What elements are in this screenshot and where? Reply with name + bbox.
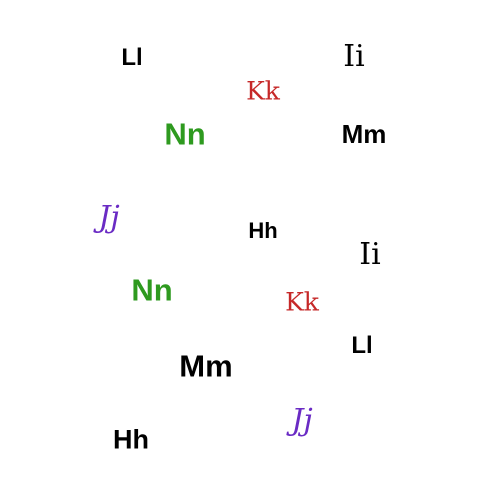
letter-pair-ii: Ii xyxy=(343,39,365,74)
letter-pair-kk: Kk xyxy=(246,76,280,106)
letter-pair-nn: Nn xyxy=(131,272,173,308)
letter-pair-hh: Hh xyxy=(113,424,149,455)
letter-pair-mm: Mm xyxy=(179,348,233,384)
letter-pair-ll: Ll xyxy=(351,332,373,359)
letter-pair-ll: Ll xyxy=(121,44,143,71)
letter-pair-nn: Nn xyxy=(164,116,206,152)
letter-pair-ii: Ii xyxy=(359,237,381,272)
letter-pair-jj: Jj xyxy=(98,200,120,235)
letter-pair-mm: Mm xyxy=(341,119,387,149)
letter-pair-hh: Hh xyxy=(248,218,278,243)
letter-pair-kk: Kk xyxy=(285,287,319,317)
letter-pair-jj: Jj xyxy=(291,403,313,438)
